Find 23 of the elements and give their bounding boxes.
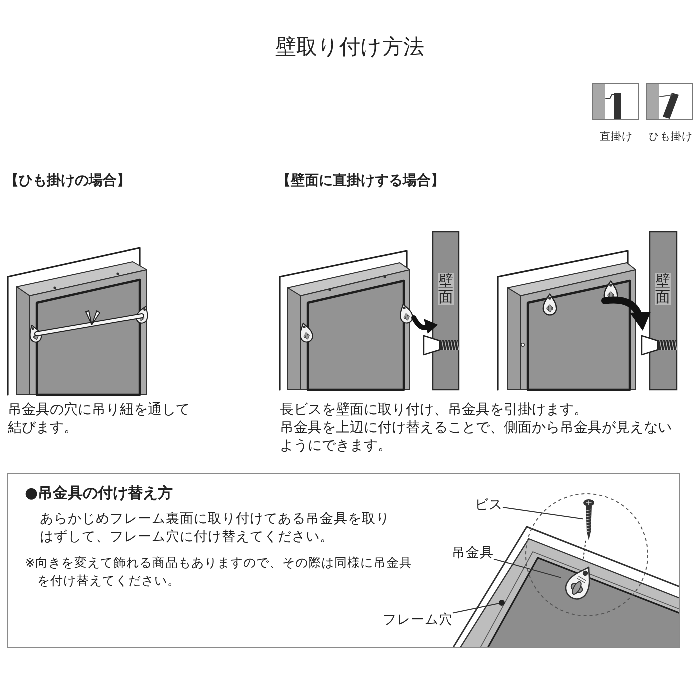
- wall-label: 壁面: [438, 273, 454, 305]
- part-label: 吊金具: [452, 545, 494, 562]
- leader-line: [452, 603, 500, 614]
- section-heading: ●吊金具の付け替え方: [25, 483, 174, 503]
- part-label: フレーム穴: [383, 612, 453, 629]
- instruction-text: 長ビスを壁面に取り付け、吊金具を引掛けます。: [280, 401, 588, 419]
- screw-icon: [583, 499, 595, 541]
- icon-caption: 直掛け: [600, 131, 633, 144]
- instruction-text: 吊金具を上辺に付け替えることで、側面から吊金具が見えないようにできます。: [280, 419, 673, 455]
- note-text: ※向きを変えて飾れる商品もありますので、その際は同様に吊金具を付け替えてください。: [25, 554, 414, 590]
- leader-line: [494, 558, 562, 578]
- leader-line: [502, 507, 584, 520]
- dot-icon: [499, 600, 505, 606]
- guide-line: [582, 540, 586, 560]
- instruction-panel: [7, 473, 680, 648]
- instruction-text: 吊金具の穴に吊り紐を通して結びます。: [8, 401, 191, 437]
- icon-caption: ひも掛け: [649, 131, 693, 144]
- part-label: ビス: [475, 497, 503, 514]
- wall-label: 壁面: [655, 273, 671, 305]
- section-heading: 【壁面に直掛けする場合】: [277, 172, 445, 190]
- instruction-text: あらかじめフレーム裏面に取り付けてある吊金具を取りはずして、フレーム穴に付け替えてください。: [40, 510, 391, 546]
- page-title: 壁取り付け方法: [276, 34, 424, 60]
- section-heading: 【ひも掛けの場合】: [5, 172, 131, 190]
